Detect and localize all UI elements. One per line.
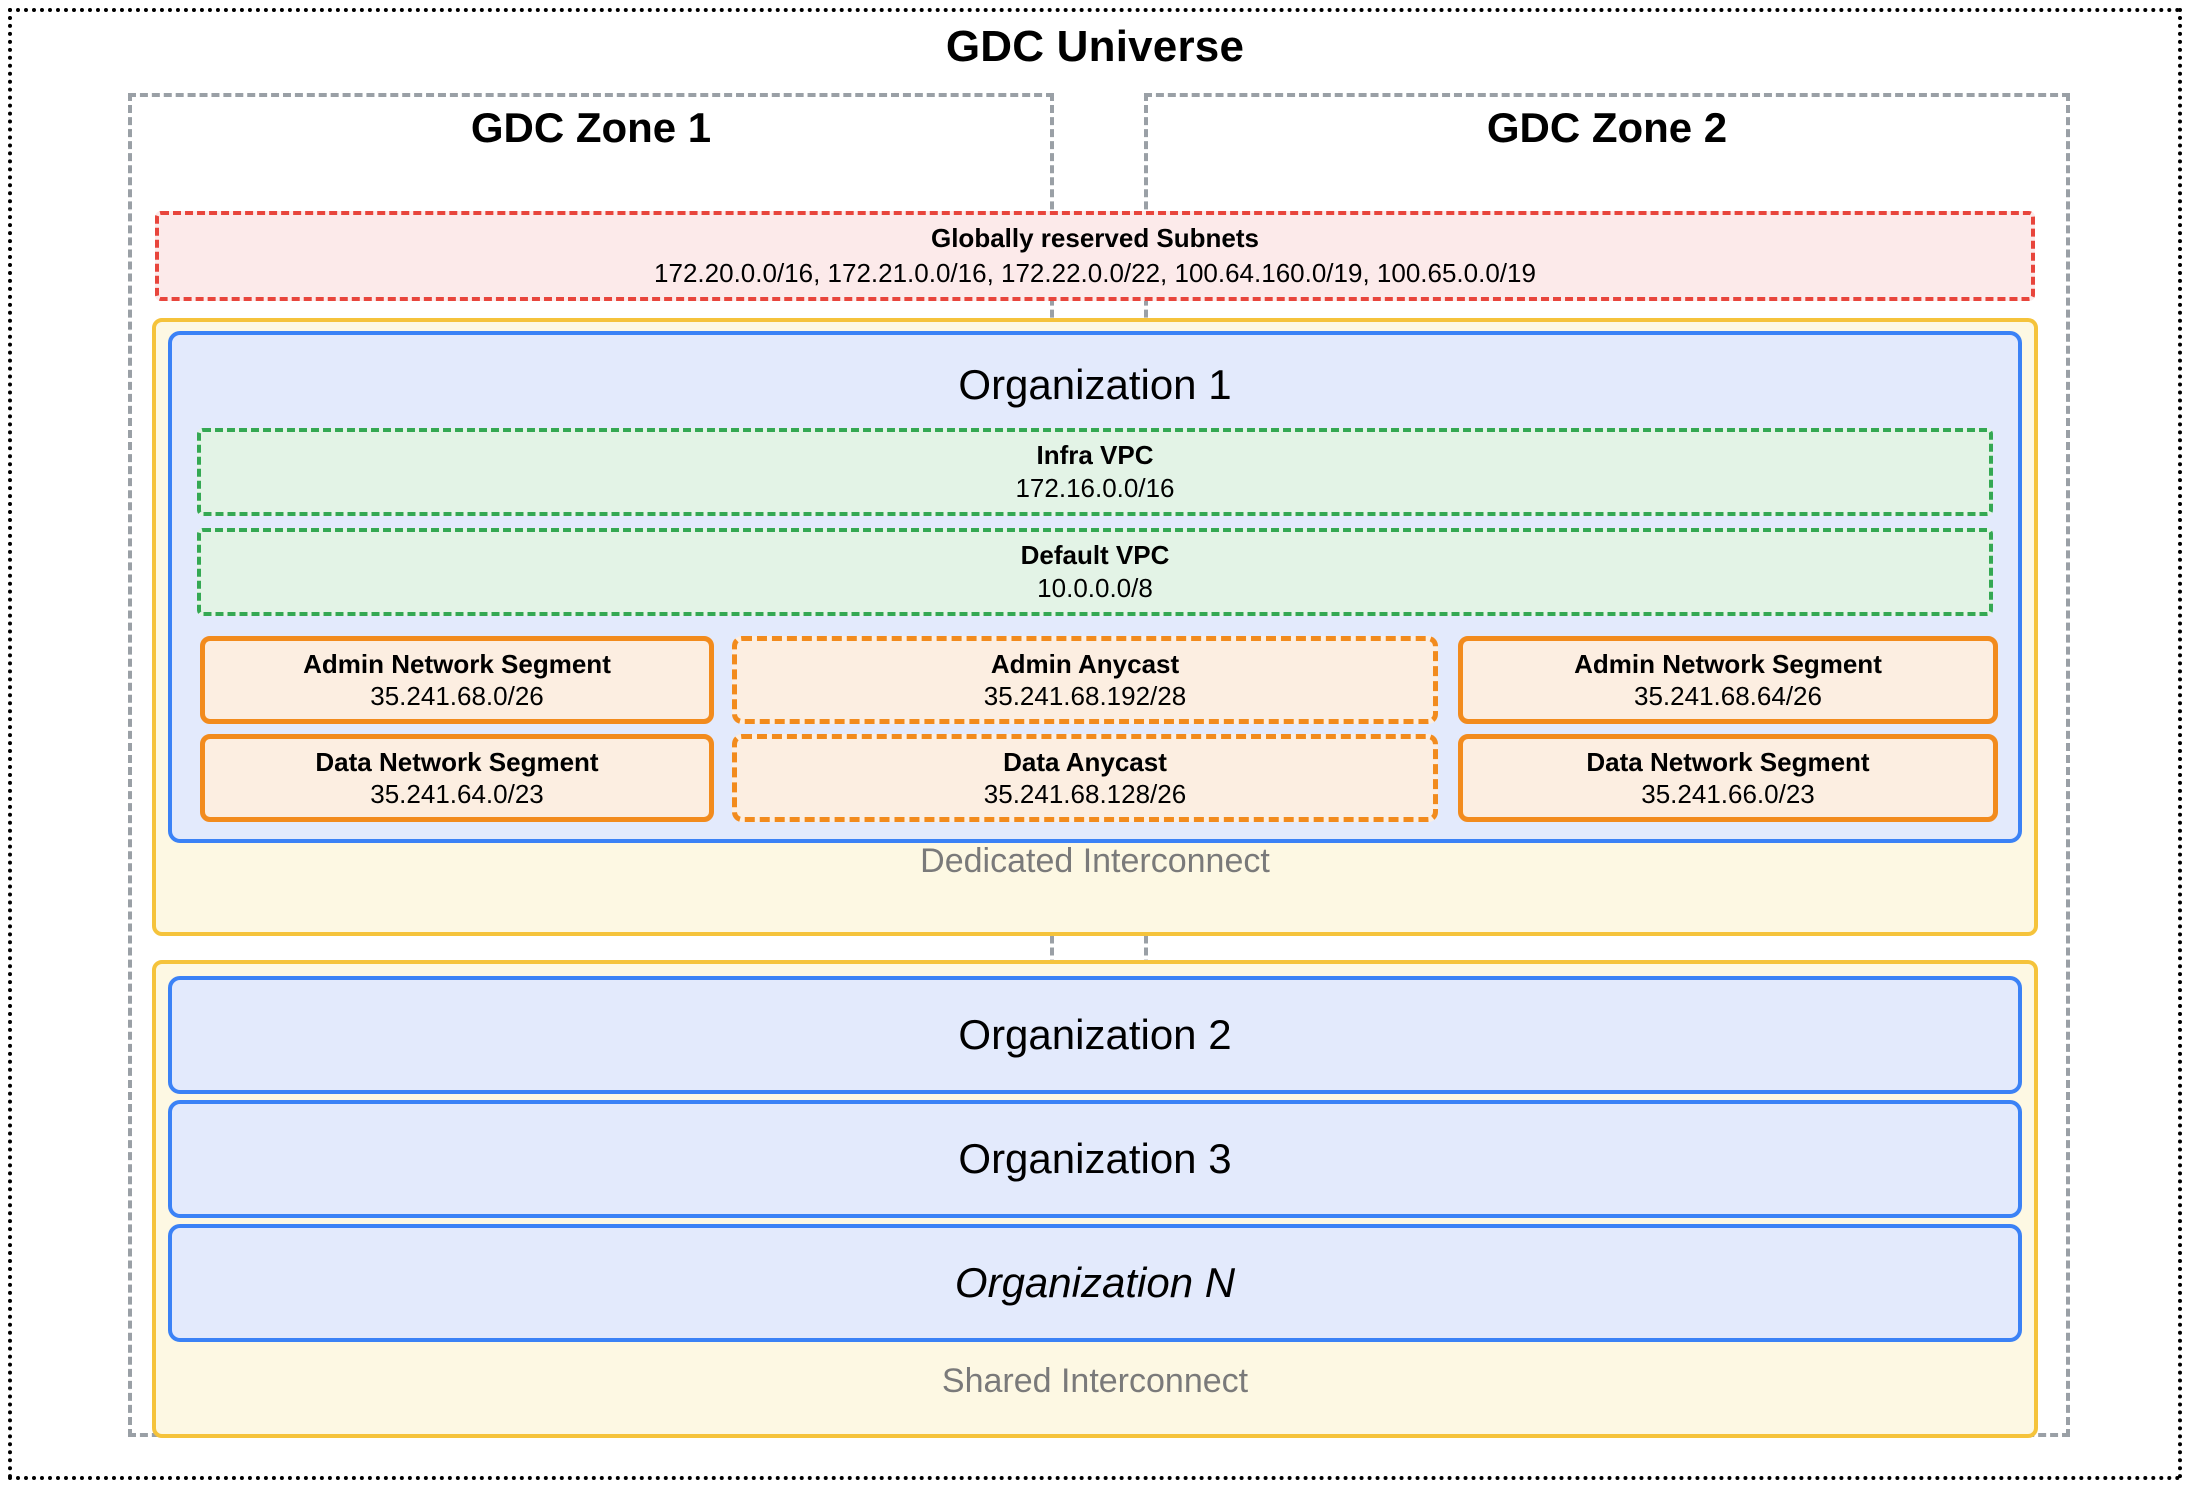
organization-1-title: Organization 1 — [958, 361, 1232, 408]
gdc-zone-2-title: GDC Zone 2 — [1486, 104, 1728, 151]
data-anycast-cidr: 35.241.68.128/26 — [983, 778, 1187, 809]
organization-n-box: Organization N — [168, 1224, 2022, 1342]
globally-reserved-subnets-box: Globally reserved Subnets 172.20.0.0/16,… — [155, 211, 2035, 301]
shared-interconnect-label: Shared Interconnect — [941, 1362, 1249, 1400]
organization-2-title: Organization 2 — [958, 1011, 1232, 1058]
globally-reserved-subnets-cidrs: 172.20.0.0/16, 172.21.0.0/16, 172.22.0.0… — [654, 258, 1536, 288]
zone1-data-network-segment-title: Data Network Segment — [315, 746, 599, 777]
zone2-admin-network-segment: Admin Network Segment 35.241.68.64/26 — [1458, 636, 1998, 724]
organization-n-title: Organization N — [954, 1259, 1236, 1306]
infra-vpc-cidr: 172.16.0.0/16 — [1015, 473, 1175, 503]
default-vpc-title: Default VPC — [1020, 540, 1170, 570]
organization-3-title: Organization 3 — [958, 1135, 1232, 1182]
admin-anycast-cidr: 35.241.68.192/28 — [983, 680, 1187, 711]
data-anycast-segment: Data Anycast 35.241.68.128/26 — [732, 734, 1438, 822]
zone2-admin-network-segment-title: Admin Network Segment — [1574, 648, 1882, 679]
globally-reserved-subnets-title: Globally reserved Subnets — [930, 223, 1259, 253]
default-vpc-box: Default VPC 10.0.0.0/8 — [197, 528, 1993, 616]
gdc-universe-title: GDC Universe — [945, 22, 1245, 71]
zone1-data-network-segment-cidr: 35.241.64.0/23 — [370, 778, 544, 809]
data-anycast-title: Data Anycast — [1003, 746, 1167, 777]
zone1-admin-network-segment-cidr: 35.241.68.0/26 — [370, 680, 544, 711]
zone2-data-network-segment: Data Network Segment 35.241.66.0/23 — [1458, 734, 1998, 822]
zone1-data-network-segment: Data Network Segment 35.241.64.0/23 — [200, 734, 714, 822]
default-vpc-cidr: 10.0.0.0/8 — [1037, 573, 1153, 603]
zone2-admin-network-segment-cidr: 35.241.68.64/26 — [1634, 680, 1822, 711]
dedicated-interconnect-label: Dedicated Interconnect — [920, 842, 1270, 880]
admin-anycast-segment: Admin Anycast 35.241.68.192/28 — [732, 636, 1438, 724]
zone1-admin-network-segment: Admin Network Segment 35.241.68.0/26 — [200, 636, 714, 724]
infra-vpc-box: Infra VPC 172.16.0.0/16 — [197, 428, 1993, 516]
organization-2-box: Organization 2 — [168, 976, 2022, 1094]
zone2-data-network-segment-cidr: 35.241.66.0/23 — [1641, 778, 1815, 809]
infra-vpc-title: Infra VPC — [1036, 440, 1154, 470]
organization-3-box: Organization 3 — [168, 1100, 2022, 1218]
gdc-zone-1-title: GDC Zone 1 — [470, 104, 712, 151]
gdc-universe-frame — [8, 8, 2182, 1480]
admin-anycast-title: Admin Anycast — [990, 648, 1180, 679]
zone1-admin-network-segment-title: Admin Network Segment — [303, 648, 611, 679]
zone2-data-network-segment-title: Data Network Segment — [1586, 746, 1870, 777]
